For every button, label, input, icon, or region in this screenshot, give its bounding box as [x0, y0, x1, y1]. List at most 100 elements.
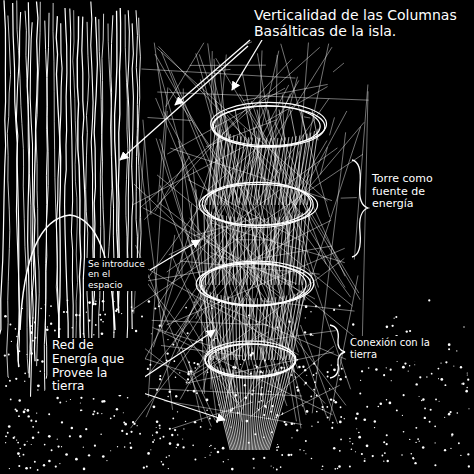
ground-dot [361, 453, 363, 455]
ground-dot [151, 333, 152, 334]
disc-hatch [222, 270, 228, 301]
tower-shaft [242, 298, 244, 360]
tower-shaft [296, 213, 303, 285]
ground-dot [339, 304, 341, 306]
ground-dot [116, 408, 118, 410]
column-stroke [17, 0, 29, 373]
ground-dot [19, 350, 21, 352]
ground-dot [364, 460, 366, 462]
ground-dot [332, 422, 334, 424]
ground-dot [402, 366, 405, 369]
ground-dot [34, 461, 36, 463]
tower-shaft [224, 368, 238, 450]
ground-dot [166, 456, 168, 458]
ground-dot [386, 434, 388, 436]
disc-hatch [304, 190, 310, 221]
ground-dot [290, 454, 292, 456]
ground-dot [467, 374, 468, 375]
ground-dot [24, 373, 26, 375]
ground-dot [137, 425, 138, 426]
network-line [333, 63, 344, 72]
disc-hatch [268, 110, 274, 141]
ground-dot [217, 451, 220, 454]
ground-dot [34, 337, 36, 339]
ground-dot [271, 465, 272, 466]
disc-hatch [257, 110, 263, 141]
ground-dot [422, 446, 425, 449]
tower-shaft [250, 371, 252, 450]
network-line [238, 299, 268, 378]
column-stroke [13, 3, 20, 367]
ground-dot [150, 449, 151, 450]
ground-dot [460, 366, 462, 368]
column-stroke [70, 8, 75, 393]
ground-dot [321, 469, 322, 470]
ground-dot [448, 348, 450, 350]
tower [196, 102, 326, 450]
ground-dot [9, 380, 11, 382]
ground-dot [100, 319, 102, 321]
ground-dot [338, 465, 341, 468]
ground-dot [197, 363, 199, 365]
tower-shaft [263, 298, 269, 360]
ground-dot [361, 370, 363, 372]
ground-dot [205, 457, 206, 458]
ground-dot [176, 447, 177, 448]
tower-shaft [239, 370, 244, 450]
ground-dot [340, 406, 342, 408]
ground-dot [94, 445, 96, 447]
ground-dot [460, 455, 461, 456]
leader-arrow [175, 40, 250, 105]
ground-dot [424, 408, 426, 410]
ground-dot [462, 382, 464, 384]
ground-dot [356, 428, 357, 429]
ground-dot [409, 330, 411, 332]
disc-hatch [255, 270, 261, 301]
ground-dot [39, 371, 41, 373]
ground-dot [93, 411, 95, 413]
ground-dot [302, 405, 303, 406]
curly-bracket [330, 325, 345, 378]
ground-dot [124, 446, 126, 448]
ground-dot [93, 398, 95, 400]
network-line [274, 47, 332, 139]
network-line [182, 89, 183, 277]
ground-dot [9, 324, 11, 326]
disc-hatch [290, 110, 296, 141]
ground-dot [414, 364, 415, 365]
curly-bracket [352, 160, 368, 257]
ground-dot [11, 341, 12, 342]
ground-dot [81, 410, 83, 412]
ground-dot [8, 425, 11, 428]
network-line [281, 44, 330, 217]
ground-dot [253, 467, 254, 468]
ground-dot [313, 374, 315, 376]
tower-disc [202, 182, 310, 225]
ground-dot [426, 376, 427, 377]
network-line [320, 147, 327, 174]
disc-hatch [280, 347, 286, 372]
tower-shaft [230, 369, 240, 450]
ground-dot [449, 411, 451, 413]
ground-dot [23, 411, 26, 414]
ground-dot [22, 308, 23, 309]
ground-dot [167, 339, 168, 340]
column-stroke [65, 8, 69, 351]
tower-shaft [219, 214, 220, 285]
ground-dot [97, 412, 99, 414]
ground-dot [366, 444, 369, 447]
ground-dot [24, 381, 25, 382]
tower-shaft [251, 218, 254, 285]
disc-hatch [270, 347, 276, 372]
ground-dot [156, 431, 158, 433]
disc-hatch [299, 270, 305, 301]
ground-dot [121, 430, 123, 432]
disc-hatch [244, 270, 250, 301]
tower-shaft [268, 365, 291, 450]
ground-dot [404, 362, 406, 364]
ground-dot [339, 378, 342, 381]
ground-dot [37, 389, 38, 390]
leader-arrow [120, 46, 248, 160]
ground-dot [49, 315, 50, 316]
